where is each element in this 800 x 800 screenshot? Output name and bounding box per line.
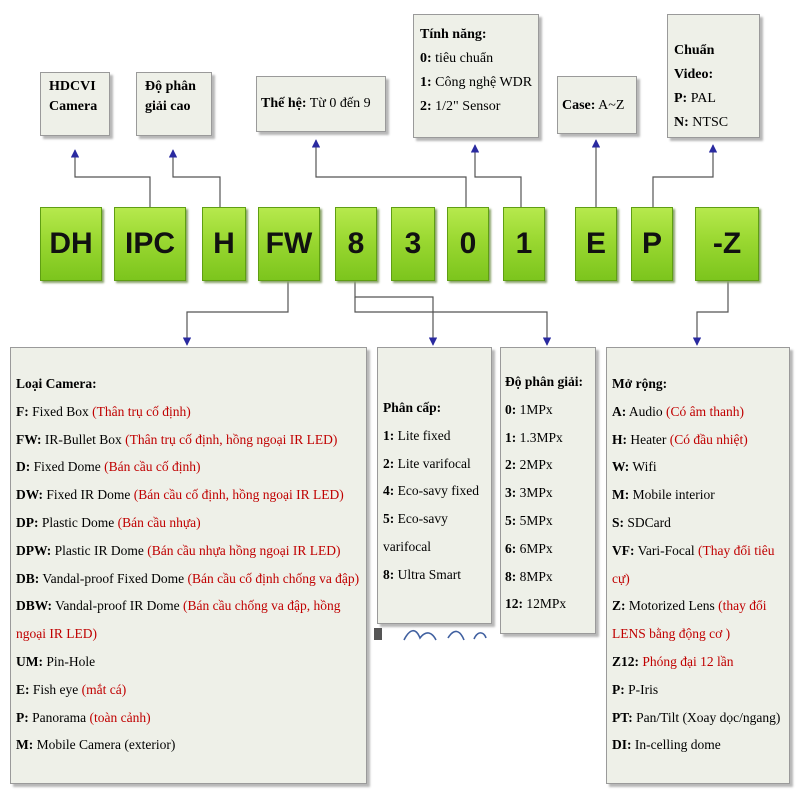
video-standard-box: Chuẩn Video: P: PAL N: NTSC xyxy=(667,14,760,138)
megapixel-item: 3: 3MPx xyxy=(505,485,553,501)
megapixel-title: Độ phân giải: xyxy=(505,374,584,389)
generation-text: Từ 0 đến 9 xyxy=(306,96,371,111)
tier-title: Phân cấp: xyxy=(383,400,442,415)
extension-item: P: P-Iris xyxy=(612,681,659,697)
connector-1-features xyxy=(470,144,522,207)
megapixel-item: 6: 6MPx xyxy=(505,540,553,556)
camera-type-item: UM: Pin-Hole xyxy=(16,653,96,669)
code-8: 8 xyxy=(335,207,377,281)
camera-type-item: DB: Vandal-proof Fixed Dome (Bán cầu cố … xyxy=(16,570,360,586)
feature-1: 1: Công nghệ WDR xyxy=(420,75,533,90)
camera-type-item: F: Fixed Box (Thân trụ cố định) xyxy=(16,403,191,419)
extension-item: Z12: Phóng đại 12 lần xyxy=(612,653,734,669)
camera-type-item: DP: Plastic Dome (Bán cầu nhựa) xyxy=(16,514,201,530)
hdcvi-camera-box: HDCVI Camera xyxy=(40,72,110,136)
code-ipc: IPC xyxy=(114,207,186,281)
camera-type-item: DPW: Plastic IR Dome (Bán cầu nhựa hồng … xyxy=(16,542,341,558)
case-text: A~Z xyxy=(595,98,625,113)
camera-type-box: Loại Camera: F: Fixed Box (Thân trụ cố đ… xyxy=(10,347,367,784)
megapixel-item: 8: 8MPx xyxy=(505,568,553,584)
decorative-smudge xyxy=(374,628,487,641)
code-1: 1 xyxy=(503,207,545,281)
extension-item: S: SDCard xyxy=(612,514,671,530)
code-0: 0 xyxy=(447,207,489,281)
code-h: H xyxy=(202,207,246,281)
connector-p-video xyxy=(652,144,718,207)
megapixel-list: 0: 1MPx 1: 1.3MPx 2: 2MPx 3: 3MPx 5: 5MPx 6: … xyxy=(505,396,591,618)
connector-h-resolution xyxy=(168,149,221,207)
megapixel-item: 1: 1.3MPx xyxy=(505,429,563,445)
code-p: P xyxy=(631,207,673,281)
video-pal: P: PAL xyxy=(674,91,716,106)
video-title: Chuẩn Video: xyxy=(674,43,715,82)
extension-item: M: Mobile interior xyxy=(612,487,715,503)
connector-z-extension xyxy=(692,281,729,346)
tier-item: 2: Lite varifocal xyxy=(383,455,471,471)
camera-type-item: FW: IR-Bullet Box (Thân trụ cố định, hồn… xyxy=(16,431,338,447)
camera-type-item: D: Fixed Dome (Bán cầu cố định) xyxy=(16,459,201,475)
extension-item: W: Wifi xyxy=(612,459,657,475)
high-resolution-box: Độ phân giải cao xyxy=(136,72,212,136)
tier-item: 4: Eco-savy fixed xyxy=(383,483,479,499)
feature-2: 2: 1/2" Sensor xyxy=(420,99,501,114)
generation-label: Thế hệ: xyxy=(261,96,307,111)
hdcvi-line2: Camera xyxy=(49,99,98,114)
features-box: Tính năng: 0: tiêu chuẩn 1: Công nghệ WD… xyxy=(413,14,539,138)
code-dh: DH xyxy=(40,207,102,281)
tier-box: Phân cấp: 1: Lite fixed 2: Lite varifocal… xyxy=(377,347,492,624)
video-ntsc: N: NTSC xyxy=(674,115,729,130)
tier-item: 5: Eco-savy varifocal xyxy=(383,511,448,554)
tier-item: 1: Lite fixed xyxy=(383,427,451,443)
extension-item: PT: Pan/Tilt (Xoay dọc/ngang) xyxy=(612,709,781,725)
code-z: -Z xyxy=(695,207,759,281)
camera-type-item: DBW: Vandal-proof IR Dome (Bán cầu chống… xyxy=(16,598,341,642)
camera-type-item: E: Fish eye (mắt cá) xyxy=(16,681,127,697)
case-box: Case: A~Z xyxy=(557,76,637,134)
megapixel-item: 0: 1MPx xyxy=(505,401,553,417)
connector-8-generation xyxy=(311,139,467,207)
extension-list: A: Audio (Có âm thanh) H: Heater (Có đầu … xyxy=(612,398,785,759)
code-fw: FW xyxy=(258,207,320,281)
hdcvi-line1: HDCVI xyxy=(49,79,96,94)
generation-box: Thế hệ: Từ 0 đến 9 xyxy=(256,76,386,132)
tier-list: 1: Lite fixed 2: Lite varifocal 4: Eco-sav… xyxy=(383,422,487,589)
megapixel-item: 2: 2MPx xyxy=(505,457,553,473)
camera-type-item: P: Panorama (toàn cảnh) xyxy=(16,709,151,725)
extension-item: Z: Motorized Lens (thay đổi LENS bằng độ… xyxy=(612,598,767,642)
code-3: 3 xyxy=(391,207,435,281)
megapixel-box: Độ phân giải: 0: 1MPx 1: 1.3MPx 2: 2MPx 3: … xyxy=(500,347,596,634)
megapixel-item: 5: 5MPx xyxy=(505,512,553,528)
camera-type-item: DW: Fixed IR Dome (Bán cầu cố định, hồng… xyxy=(16,487,344,503)
camera-type-item: M: Mobile Camera (exterior) xyxy=(16,737,176,753)
camera-type-title: Loại Camera: xyxy=(16,376,97,391)
extension-item: H: Heater (Có đầu nhiệt) xyxy=(612,431,748,447)
connector-3-tier xyxy=(354,281,438,346)
camera-type-list: F: Fixed Box (Thân trụ cố định) FW: IR-Bu… xyxy=(16,398,362,759)
extension-box: Mở rộng: A: Audio (Có âm thanh) H: Heater… xyxy=(606,347,790,784)
extension-item: DI: In-celling dome xyxy=(612,737,721,753)
connector-0-megapixel xyxy=(354,297,552,346)
extension-item: VF: Vari-Focal (Thay đổi tiêu cự) xyxy=(612,542,775,586)
extension-title: Mở rộng: xyxy=(612,376,668,391)
tier-item: 8: Ultra Smart xyxy=(383,566,461,582)
extension-item: A: Audio (Có âm thanh) xyxy=(612,403,744,419)
feature-0: 0: tiêu chuẩn xyxy=(420,51,494,66)
case-label: Case: xyxy=(562,98,596,113)
connector-dh-hdcvi xyxy=(70,149,151,207)
resolution-line1: Độ phân xyxy=(145,79,196,94)
connector-fw-camera-type xyxy=(182,281,289,346)
code-e: E xyxy=(575,207,617,281)
resolution-line2: giải cao xyxy=(145,99,191,114)
megapixel-item: 12: 12MPx xyxy=(505,596,567,612)
features-title: Tính năng: xyxy=(420,27,487,42)
